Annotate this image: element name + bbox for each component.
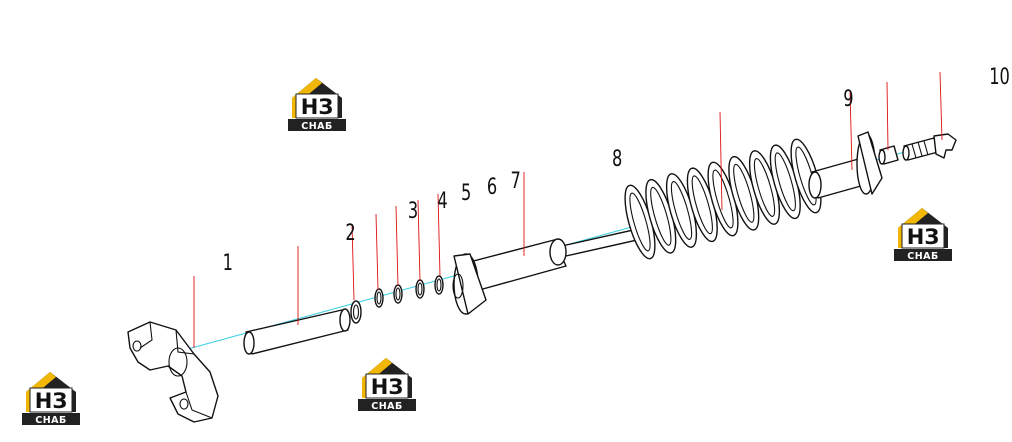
watermark-logo: НЗ СНАБ — [356, 354, 418, 412]
logo-sub-text: СНАБ — [301, 121, 333, 132]
logo-sub-text: СНАБ — [907, 251, 939, 262]
leader-11 — [886, 81, 889, 151]
part-10-bushing — [808, 131, 883, 199]
leader-4 — [375, 213, 379, 291]
part-7-ring — [434, 275, 444, 295]
logo-main-text: НЗ — [907, 225, 940, 249]
label-part-9: 9 — [843, 85, 853, 111]
leader-5 — [395, 205, 399, 287]
label-part-6: 6 — [487, 173, 497, 199]
leader-12 — [939, 71, 943, 141]
label-part-4: 4 — [437, 187, 447, 213]
part-11-nut — [878, 145, 899, 165]
part-12-fitting — [902, 133, 957, 161]
part-labels: 1 2 3 4 5 6 7 8 9 10 11 12 — [223, 63, 1010, 275]
label-part-7: 7 — [511, 167, 521, 193]
logo-sub-text: СНАБ — [371, 401, 403, 412]
leader-7 — [437, 193, 441, 277]
spring-coil-inner — [712, 169, 734, 229]
label-part-2: 2 — [345, 219, 355, 245]
watermark-logo: НЗ СНАБ — [286, 74, 348, 132]
part-8-cylinder — [452, 226, 648, 315]
label-part-8: 8 — [612, 145, 622, 171]
leader-6 — [417, 199, 421, 282]
label-part-3: 3 — [408, 197, 418, 223]
watermark-logo: НЗ СНАБ — [20, 368, 82, 426]
spring-coil-inner — [774, 152, 796, 212]
part-3-ring — [350, 300, 362, 324]
part-1-clevis-yoke — [127, 321, 219, 423]
label-part-10: 10 — [989, 63, 1010, 89]
spring-coil-inner — [650, 186, 672, 246]
part-4-ring — [374, 288, 384, 308]
leader-3 — [351, 223, 355, 301]
label-part-5: 5 — [461, 179, 471, 205]
part-2-pin — [243, 308, 351, 355]
leader-10 — [849, 89, 853, 171]
spring-coil-inner — [753, 158, 776, 217]
part-5-ring — [393, 284, 403, 304]
logo-main-text: НЗ — [35, 389, 68, 413]
spring-coil-inner — [691, 175, 713, 235]
part-6-ring — [415, 279, 425, 299]
leader-lines — [193, 71, 943, 348]
logo-main-text: НЗ — [301, 95, 334, 119]
spring-coil-inner — [733, 163, 755, 223]
logo-main-text: НЗ — [371, 375, 404, 399]
watermark-logo: НЗ СНАБ — [892, 204, 954, 262]
spring-coil-inner — [629, 192, 651, 252]
spring-coil-inner — [670, 181, 693, 240]
logo-sub-text: СНАБ — [35, 415, 67, 426]
leader-9 — [719, 111, 723, 211]
label-part-1: 1 — [223, 249, 233, 275]
part-9-spring — [624, 138, 822, 260]
